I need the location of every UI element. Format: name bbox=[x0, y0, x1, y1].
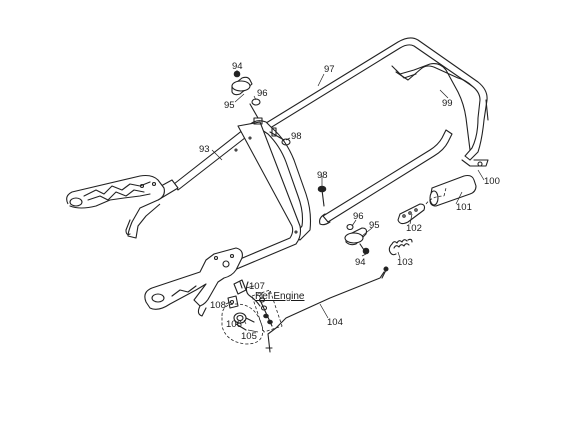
ref-engine-label: Ref Engine bbox=[255, 291, 305, 302]
callout-96-upper: 96 bbox=[257, 88, 268, 99]
callout-99: 99 bbox=[442, 98, 453, 109]
callout-93: 93 bbox=[199, 144, 210, 155]
callout-94-lower: 94 bbox=[355, 257, 366, 268]
callout-94-upper: 94 bbox=[232, 61, 243, 72]
callout-97: 97 bbox=[324, 64, 335, 75]
callout-108: 108 bbox=[210, 300, 226, 311]
upper-handle bbox=[257, 37, 489, 226]
callout-102: 102 bbox=[406, 223, 422, 234]
callout-100: 100 bbox=[484, 176, 500, 187]
spring-103 bbox=[388, 238, 413, 256]
callout-96-lower: 96 bbox=[353, 211, 364, 222]
callout-98-lower: 98 bbox=[317, 170, 328, 181]
control-cable-104 bbox=[265, 266, 389, 353]
link-plate-102 bbox=[397, 195, 445, 225]
callout-103: 103 bbox=[397, 257, 413, 268]
callout-labels: 93 94 95 96 97 98 99 100 101 98 96 95 94… bbox=[199, 61, 500, 342]
callout-98-upper: 98 bbox=[291, 131, 302, 142]
knob-upper bbox=[231, 70, 263, 125]
bolt-lower-98 bbox=[317, 185, 327, 207]
callout-95-upper: 95 bbox=[224, 100, 235, 111]
callout-101: 101 bbox=[456, 202, 472, 213]
engine-hardware bbox=[221, 187, 447, 345]
bolt-upper-98 bbox=[269, 127, 291, 146]
bail-cover-101 bbox=[429, 174, 477, 207]
callout-104: 104 bbox=[327, 317, 343, 328]
callout-95-lower: 95 bbox=[369, 220, 380, 231]
leader-lines bbox=[211, 70, 485, 333]
callout-107: 107 bbox=[249, 281, 265, 292]
lower-handle bbox=[66, 120, 312, 317]
callout-106: 106 bbox=[226, 319, 242, 330]
knob-lower bbox=[344, 223, 370, 255]
callout-105: 105 bbox=[241, 331, 257, 342]
